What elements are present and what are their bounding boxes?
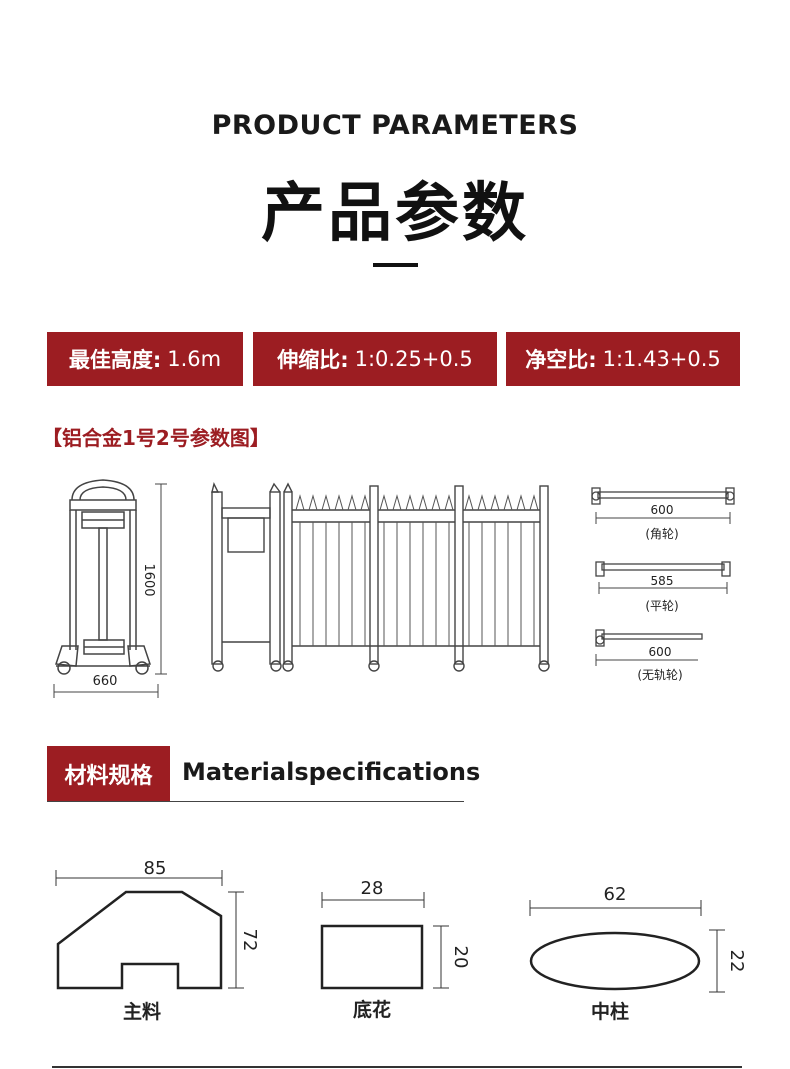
param-label: 净空比: (525, 348, 597, 372)
center-name: 中柱 (591, 1000, 629, 1023)
center-profile-dims (529, 900, 725, 993)
wheel-name: (角轮) (645, 527, 678, 541)
main-profile-dims (55, 870, 244, 989)
wheel-length: 600 (649, 645, 672, 659)
wheel-name: (无轨轮) (637, 668, 682, 682)
wheel-length: 600 (651, 503, 674, 517)
side-height-label: 1600 (141, 563, 156, 596)
material-underline (47, 801, 464, 802)
bottom-height: 20 (450, 946, 471, 969)
side-width-label: 660 (93, 674, 118, 689)
param-clearance-ratio: 净空比:1:1.43+0.5 (506, 332, 740, 386)
param-label: 伸缩比: (277, 348, 349, 372)
front-view-pickets (295, 494, 539, 646)
bottom-profile-dims (321, 892, 449, 989)
material-tag: 材料规格 (47, 746, 170, 801)
main-width: 85 (144, 858, 167, 879)
wheel-length: 585 (651, 574, 674, 588)
material-title-en: Materialspecifications (182, 758, 481, 786)
diagram-heading: 【铝合金1号2号参数图】 (42, 426, 270, 450)
main-profile-shape (56, 890, 223, 990)
param-value: 1:0.25+0.5 (354, 347, 473, 371)
center-width: 62 (604, 884, 627, 905)
bottom-name: 底花 (353, 998, 391, 1021)
main-name: 主料 (123, 1000, 161, 1023)
param-expansion-ratio: 伸缩比:1:0.25+0.5 (253, 332, 497, 386)
center-profile-shape (529, 931, 701, 991)
gate-diagram: 1600 660 (53, 479, 735, 698)
wheel-diagrams (591, 487, 735, 666)
param-value: 1.6m (167, 347, 222, 371)
bottom-width: 28 (361, 878, 384, 899)
page-title-en: PRODUCT PARAMETERS (211, 110, 579, 141)
center-height: 22 (726, 950, 747, 973)
title-divider (373, 263, 418, 267)
main-height: 72 (239, 929, 260, 952)
wheel-name: (平轮) (645, 599, 678, 613)
side-view-dimensions (53, 483, 167, 698)
bottom-divider (52, 1066, 742, 1068)
param-value: 1:1.43+0.5 (602, 347, 721, 371)
material-profiles: 85 72 主料 28 20 底花 62 22 中柱 (55, 858, 747, 1023)
front-view-drawing (211, 481, 550, 672)
bottom-profile-shape (320, 924, 424, 990)
page-title-cn: 产品参数 (261, 177, 529, 251)
param-best-height: 最佳高度:1.6m (47, 332, 243, 386)
param-label: 最佳高度: (68, 348, 162, 372)
side-view-drawing (54, 479, 152, 675)
